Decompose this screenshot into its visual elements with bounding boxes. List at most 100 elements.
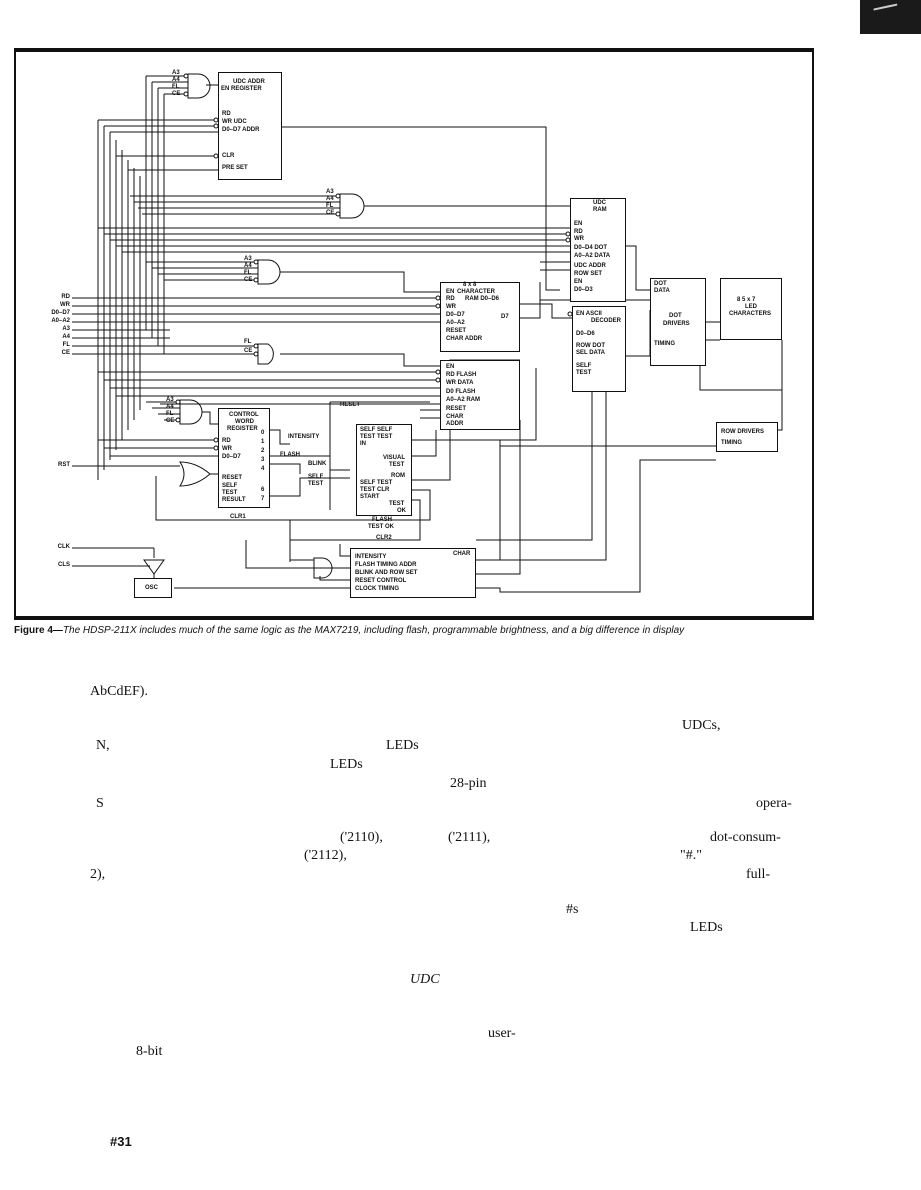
udc-ram-pin: WR xyxy=(574,236,584,242)
dot-drivers-label: DRIVERS xyxy=(663,321,690,327)
control-word-register-pin: RESULT xyxy=(222,497,246,503)
udc-addr-register-pin: RD xyxy=(222,111,231,117)
udc-ram-pin: RD xyxy=(574,229,583,235)
ascii-decoder-label: EN ASCII xyxy=(576,311,602,317)
control-word-register-label: CONTROL xyxy=(229,412,259,418)
udc-addr-register-block: UDC ADDR EN REGISTER RD WR UDC D0–D7 ADD… xyxy=(218,72,282,180)
self-test-label: SELF SELF xyxy=(360,427,393,433)
flash-ram-pin: RD FLASH xyxy=(446,372,477,378)
udc-ram-pin: EN xyxy=(574,221,583,227)
control-word-register-pin: SELF xyxy=(222,483,238,489)
self-test-label: OK xyxy=(397,508,406,514)
wire-label-test-ok: TEST OK xyxy=(368,524,395,530)
control-word-register-label: WORD xyxy=(235,419,254,425)
control-word-register-bit: 3 xyxy=(261,457,265,463)
timing-control-pin: BLINK AND ROW SET xyxy=(355,570,418,576)
udc-ram-label: UDC xyxy=(593,200,606,206)
dot-drivers-label: DOT xyxy=(654,281,667,287)
body-text-fragment: ('2110), xyxy=(340,830,383,845)
wire-label-clr2: CLR2 xyxy=(376,535,392,541)
flash-ram-pin: A0–A2 RAM xyxy=(446,397,481,403)
wire-label-self: SELF xyxy=(308,474,324,480)
body-text-fragment: full- xyxy=(746,867,771,882)
self-test-label: ROM xyxy=(391,473,405,479)
gate2-input-label: A4 xyxy=(326,196,334,202)
timing-control-pin: CLOCK TIMING xyxy=(355,586,399,592)
udc-ram-pin: UDC ADDR xyxy=(574,263,606,269)
body-text-fragment: user- xyxy=(488,1026,516,1041)
udc-addr-register-label: EN REGISTER xyxy=(221,86,262,92)
row-drivers-block: ROW DRIVERS TIMING xyxy=(716,422,778,452)
external-signal-rst: RST xyxy=(58,462,70,468)
udc-ram-block: UDC RAM EN RD WR D0–D4 DOT A0–A2 DATA UD… xyxy=(570,198,626,302)
osc-block: OSC xyxy=(134,578,172,598)
gate5-input-label: FL xyxy=(166,411,174,417)
ascii-decoder-pin: D0–D6 xyxy=(576,331,595,337)
gate1-input-label: CE xyxy=(172,91,181,97)
ascii-decoder-pin: TEST xyxy=(576,370,592,376)
wire-label-test: TEST xyxy=(308,481,324,487)
figure-caption-text: The HDSP-211X includes much of the same … xyxy=(62,625,685,636)
character-ram-pin: RESET xyxy=(446,328,467,334)
udc-addr-register-pin: CLR xyxy=(222,153,235,159)
timing-control-pin: CHAR xyxy=(453,551,471,557)
row-drivers-label: ROW DRIVERS xyxy=(721,429,765,435)
gate3-input-label: CE xyxy=(244,277,253,283)
gate3-input-label: A4 xyxy=(244,263,252,269)
self-test-label: VISUAL xyxy=(383,455,406,461)
gate2-input-label: FL xyxy=(326,203,334,209)
ascii-decoder-block: EN ASCII DECODER D0–D6 ROW DOT SEL DATA … xyxy=(572,306,626,392)
self-test-label: TEST TEST xyxy=(360,434,393,440)
gate5-input-label: CE xyxy=(166,418,175,424)
character-ram-pin: D0–D7 xyxy=(446,312,465,318)
external-signal-fl: FL xyxy=(62,342,70,348)
dot-drivers-label: DATA xyxy=(654,288,670,294)
control-word-register-pin: WR xyxy=(222,446,232,452)
control-word-register-pin: TEST xyxy=(222,490,238,496)
external-signal-d0-d7: D0–D7 xyxy=(51,310,70,316)
timing-control-block: INTENSITY CHAR FLASH TIMING ADDR BLINK A… xyxy=(350,548,476,598)
external-signal-a4: A4 xyxy=(62,334,70,340)
body-text-fragment: S xyxy=(96,796,104,811)
udc-ram-pin: EN xyxy=(574,279,583,285)
gate4-input-label: CE xyxy=(244,348,253,354)
body-text-fragment: 8-bit xyxy=(136,1044,163,1059)
udc-ram-pin: ROW SET xyxy=(574,271,602,277)
body-text-fragment: UDC xyxy=(410,972,440,987)
external-signal-ce: CE xyxy=(61,350,70,356)
ascii-decoder-label: DECODER xyxy=(591,318,622,324)
led-characters-label: LED xyxy=(745,304,757,310)
flash-ram-pin: CHAR xyxy=(446,414,464,420)
external-signal-a3: A3 xyxy=(62,326,70,332)
udc-addr-register-pin: PRE SET xyxy=(222,165,248,171)
led-characters-block: 8 5 x 7 LED CHARACTERS xyxy=(720,278,782,340)
osc-label: OSC xyxy=(145,585,159,591)
body-text-fragment: N, xyxy=(96,738,110,753)
external-signal-wr: WR xyxy=(60,302,70,308)
character-ram-pin: D7 xyxy=(501,314,509,320)
character-ram-pin: CHAR ADDR xyxy=(446,336,483,342)
udc-addr-register-pin: WR UDC xyxy=(222,119,247,125)
flash-ram-pin: ADDR xyxy=(446,421,464,427)
udc-ram-pin: A0–A2 DATA xyxy=(574,253,611,259)
body-text-fragment: 2), xyxy=(90,867,106,882)
control-word-register-pin: RD xyxy=(222,438,231,444)
body-text-fragment: AbCdEF). xyxy=(90,684,148,699)
block-diagram-wiring xyxy=(72,73,783,593)
corner-tab xyxy=(860,0,921,34)
gate2-input-label: CE xyxy=(326,210,335,216)
dot-drivers-block: DOT DATA DOT DRIVERS TIMING xyxy=(650,278,706,366)
body-text-fragment: LEDs xyxy=(386,738,419,753)
character-ram-pin: RD xyxy=(446,296,455,302)
body-text-fragment: ('2112), xyxy=(304,848,347,863)
character-ram-block: 8 x 8 CHARACTER RAM D0–D6 EN RD WR D0–D7… xyxy=(440,282,520,352)
self-test-label: IN xyxy=(360,441,366,447)
led-characters-label: 8 5 x 7 xyxy=(737,297,756,303)
gate1-input-label: A3 xyxy=(172,70,180,76)
dot-drivers-label: TIMING xyxy=(654,341,675,347)
gate5-input-label: A4 xyxy=(166,404,174,410)
character-ram-pin: EN xyxy=(446,289,455,295)
control-word-register-bit: 2 xyxy=(261,448,265,454)
udc-addr-register-label: UDC ADDR xyxy=(233,79,265,85)
